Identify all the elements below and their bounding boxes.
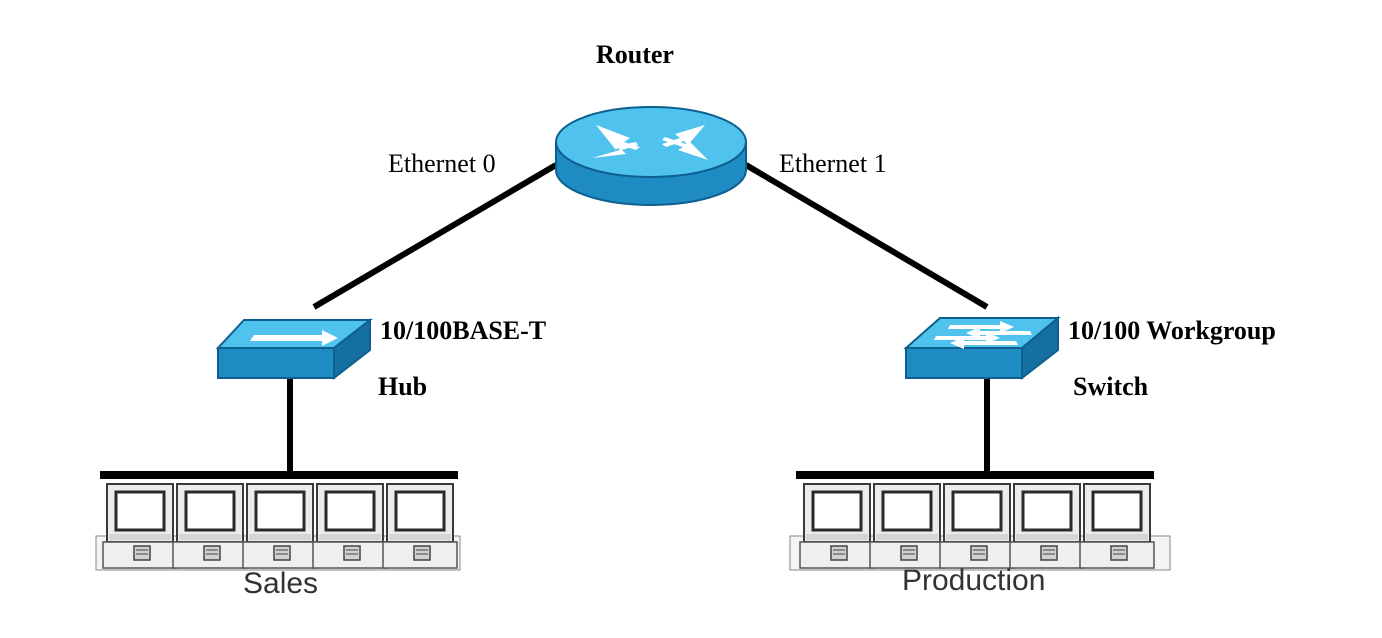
workstation-icon xyxy=(938,482,1016,570)
workstation-icon xyxy=(311,482,389,570)
hub-label-line1: 10/100BASE-T xyxy=(380,316,547,345)
switch-label-line1: 10/100 Workgroup xyxy=(1068,316,1276,345)
sales-segment xyxy=(95,471,461,571)
link-ethernet-0 xyxy=(312,162,558,310)
switch-icon xyxy=(903,315,1061,381)
sales-label: Sales xyxy=(243,567,319,600)
production-segment xyxy=(789,471,1171,571)
router-label: Router xyxy=(596,40,674,69)
production-label: Production xyxy=(902,564,1046,597)
workstation-icon xyxy=(1078,482,1156,570)
workstation-icon xyxy=(798,482,876,570)
hub-label-line2: Hub xyxy=(378,372,428,401)
workstation-icon xyxy=(1008,482,1086,570)
ethernet-1-label: Ethernet 1 xyxy=(779,149,887,178)
hub-icon xyxy=(215,317,373,381)
switch-label-line2: Switch xyxy=(1073,372,1149,401)
workstation-icon xyxy=(101,482,179,570)
workstation-icon xyxy=(171,482,249,570)
link-ethernet-1 xyxy=(744,162,989,310)
router-icon xyxy=(555,106,747,206)
workstation-icon xyxy=(868,482,946,570)
ethernet-0-label: Ethernet 0 xyxy=(388,149,496,178)
workstation-icon xyxy=(241,482,319,570)
workstation-icon xyxy=(381,482,459,570)
